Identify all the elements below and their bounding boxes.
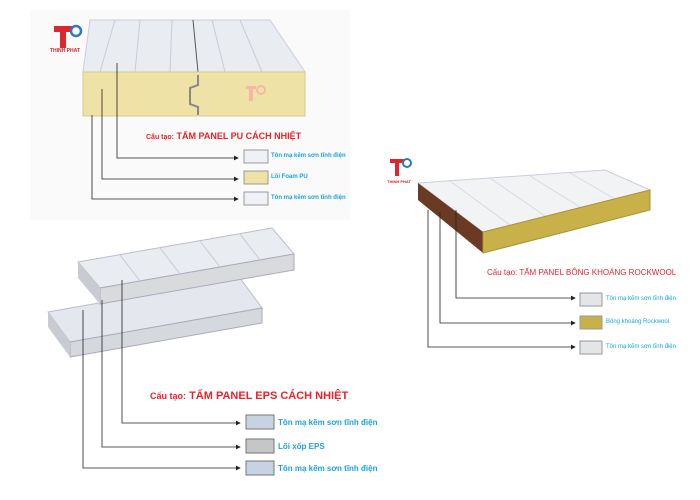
logo-text-right: THINH PHAT [387, 179, 411, 184]
pu-leader-lines [91, 63, 239, 202]
pu-layer-label: Lõi Foam PU [271, 174, 308, 180]
eps-layer-label: Lõi xốp EPS [278, 442, 325, 451]
eps-layer-label: Tôn mạ kẽm sơn tĩnh điện [278, 464, 378, 473]
rockwool-panel-image [416, 169, 652, 254]
rockwool-swatch-sheet-top [579, 292, 603, 307]
eps-leader-lines [82, 280, 241, 471]
pu-layer-label: Tôn mạ kẽm sơn tĩnh điện [271, 153, 346, 159]
rockwool-swatch-core [579, 315, 603, 330]
rockwool-title-text: TẤM PANEL BÔNG KHOÁNG ROCKWOOL [519, 268, 677, 277]
pu-swatch-sheet-top [243, 149, 269, 164]
rockwool-layer-label: Tôn mạ kẽm sơn tĩnh điện [606, 344, 676, 350]
eps-title-text: TẤM PANEL EPS CÁCH NHIỆT [189, 390, 349, 402]
logo-text: THINH PHAT [50, 48, 80, 54]
rockwool-title-prefix: Cấu tạo: [487, 268, 518, 277]
logo-icon [54, 24, 83, 48]
pu-layer-label: Tôn mạ kẽm sơn tĩnh điện [271, 195, 346, 201]
pu-title-prefix: Cấu tạo: [146, 134, 174, 141]
rockwool-leader-lines [427, 210, 576, 350]
rockwool-title: Cấu tạo: TẤM PANEL BÔNG KHOÁNG ROCKWOOL [487, 268, 676, 277]
pu-watermark-logo [246, 85, 266, 101]
logo-icon-right [390, 158, 412, 176]
eps-swatch-sheet-bottom [245, 460, 275, 476]
eps-title: Cấu tạo: TẤM PANEL EPS CÁCH NHIỆT [150, 390, 348, 402]
eps-panel-image [47, 227, 295, 358]
rockwool-swatch-sheet-bottom [579, 340, 603, 355]
eps-layer-label: Tôn mạ kẽm sơn tĩnh điện [278, 418, 378, 427]
rockwool-layer-label: Tôn mạ kẽm sơn tĩnh điện [606, 296, 676, 302]
pu-panel-image [82, 19, 306, 117]
eps-title-prefix: Cấu tạo: [150, 391, 186, 401]
pu-swatch-core [243, 170, 269, 185]
eps-swatch-core [245, 438, 275, 454]
pu-swatch-sheet-bottom [243, 191, 269, 206]
pu-title: Cấu tạo: TẤM PANEL PU CÁCH NHIỆT [146, 131, 301, 141]
pu-title-text: TẤM PANEL PU CÁCH NHIỆT [176, 131, 302, 141]
eps-swatch-sheet-top [245, 414, 275, 430]
rockwool-layer-label: Bông khoáng Rockwool [606, 319, 670, 325]
